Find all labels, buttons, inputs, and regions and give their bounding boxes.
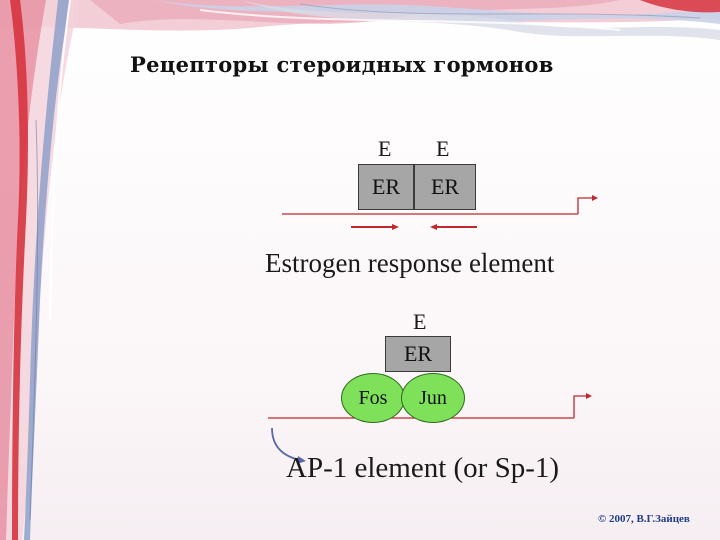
- estrogen-receptor-right: ER: [414, 164, 476, 210]
- estrogen-receptor-right-label: ER: [430, 174, 460, 199]
- copyright-notice: © 2007, В.Г.Зайцев: [598, 513, 690, 525]
- fos-label: Fos: [358, 386, 388, 409]
- estrogen-ligand-left: E: [378, 136, 392, 161]
- jun-label: Jun: [419, 386, 447, 409]
- ere-half-site-arrow-left: [351, 224, 399, 230]
- ere-caption: Estrogen response element: [265, 248, 555, 278]
- ere-half-site-arrow-right: [430, 224, 477, 230]
- ap1-estrogen-ligand: E: [413, 309, 427, 334]
- ap1-curved-arrow: [271, 427, 306, 464]
- jun-protein: Jun: [401, 373, 465, 423]
- ap1-caption: AP-1 element (or Sp-1): [286, 452, 560, 484]
- ap1-estrogen-receptor: ER: [385, 336, 451, 372]
- fos-protein: Fos: [341, 373, 405, 423]
- ere-dna-line: [282, 195, 598, 215]
- slide-title: Рецепторы стероидных гормонов: [130, 52, 554, 77]
- estrogen-receptor-left-label: ER: [371, 174, 401, 199]
- left-decorative-band: [0, 0, 80, 540]
- estrogen-ligand-right: E: [436, 136, 450, 161]
- ap1-estrogen-receptor-label: ER: [403, 341, 433, 366]
- estrogen-receptor-left: ER: [358, 164, 414, 210]
- top-decorative-band: [0, 0, 720, 40]
